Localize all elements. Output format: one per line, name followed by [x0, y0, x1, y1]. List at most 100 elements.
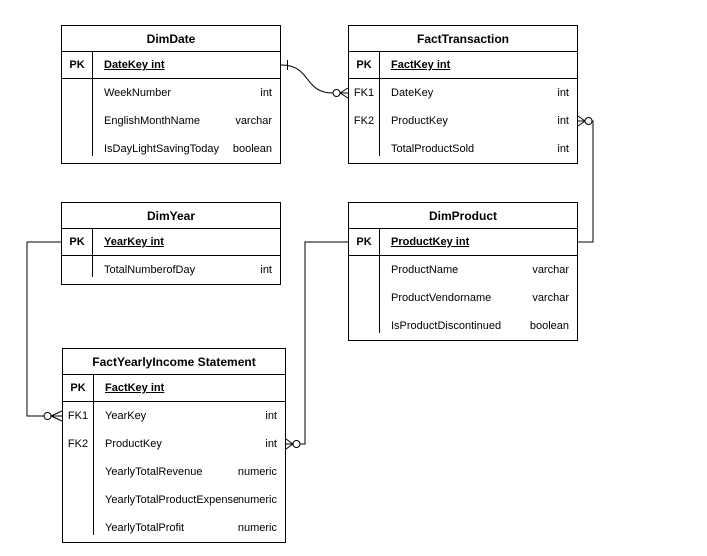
table-row[interactable]: IsProductDiscontinued boolean [349, 312, 577, 340]
table-row[interactable]: ProductVendorname varchar [349, 284, 577, 312]
attribute-type: varchar [235, 115, 272, 127]
key-label: PK [69, 59, 85, 71]
zero-cardinality-circle-icon [584, 117, 593, 125]
relationship-line [578, 120, 594, 243]
attribute-name: ProductKey int [391, 236, 470, 248]
attribute-type: numeric [237, 522, 277, 534]
entity-table-dimdate[interactable]: DimDate PK DateKey int WeekNumber int En… [61, 25, 281, 164]
zero-cardinality-circle-icon [43, 412, 52, 420]
table-row[interactable]: YearlyTotalRevenue numeric [63, 458, 285, 486]
attribute-type: int [557, 143, 569, 155]
key-label: PK [356, 236, 372, 248]
attribute-type: int [557, 87, 569, 99]
attribute-type: int [265, 410, 277, 422]
key-label: FK1 [67, 410, 89, 422]
key-column-divider [379, 52, 380, 156]
key-label: PK [70, 382, 86, 394]
attribute-name: IsDayLightSavingToday [104, 143, 219, 155]
crow-foot-icon [577, 115, 586, 127]
table-row[interactable]: TotalProductSold int [349, 135, 577, 163]
key-column-divider [92, 52, 93, 156]
attribute-name: YearlyTotalProductExpense [105, 494, 238, 506]
attribute-name: EnglishMonthName [104, 115, 200, 127]
relationship-line [300, 241, 348, 445]
table-row[interactable]: FK2 ProductKey int [63, 430, 285, 458]
key-column-divider [92, 229, 93, 277]
table-row[interactable]: YearlyTotalProfit numeric [63, 514, 285, 542]
crow-foot-icon [285, 438, 294, 450]
attribute-name: TotalProductSold [391, 143, 475, 155]
zero-cardinality-circle-icon [292, 440, 301, 448]
attribute-name: ProductKey [391, 115, 448, 127]
table-row[interactable]: FK1 YearKey int [63, 402, 285, 430]
relationship-dimyear-factyearlyincomestatement[interactable] [26, 241, 63, 422]
table-body: PK YearKey int TotalNumberofDay int [62, 229, 280, 284]
attribute-name: ProductVendorname [391, 292, 492, 304]
entity-table-dimproduct[interactable]: DimProduct PK ProductKey int ProductName… [348, 202, 578, 341]
crow-foot-icon [50, 410, 63, 422]
attribute-type: boolean [529, 320, 569, 332]
key-label: FK2 [353, 115, 375, 127]
key-label: FK2 [67, 438, 89, 450]
key-column-divider [93, 375, 94, 535]
attribute-name: IsProductDiscontinued [391, 320, 502, 332]
attribute-type: varchar [532, 264, 569, 276]
attribute-type: varchar [532, 292, 569, 304]
table-row[interactable]: YearlyTotalProductExpense numeric [63, 486, 285, 514]
table-row[interactable]: PK YearKey int [62, 229, 280, 256]
table-row[interactable]: EnglishMonthName varchar [62, 107, 280, 135]
attribute-name: ProductName [391, 264, 459, 276]
attribute-name: YearlyTotalProfit [105, 522, 185, 534]
table-body: PK ProductKey int ProductName varchar Pr… [349, 229, 577, 340]
key-label: FK1 [353, 87, 375, 99]
table-title: DimProduct [349, 203, 577, 229]
attribute-type: int [557, 115, 569, 127]
table-title: FactYearlyIncome Statement [63, 349, 285, 375]
attribute-name: FactKey int [105, 382, 165, 394]
table-title: DimDate [62, 26, 280, 52]
table-row[interactable]: PK ProductKey int [349, 229, 577, 256]
table-row[interactable]: PK FactKey int [349, 52, 577, 79]
table-row[interactable]: FK1 DateKey int [349, 79, 577, 107]
key-label: PK [356, 59, 372, 71]
table-row[interactable]: IsDayLightSavingToday boolean [62, 135, 280, 163]
entity-table-dimyear[interactable]: DimYear PK YearKey int TotalNumberofDay … [61, 202, 281, 285]
attribute-name: FactKey int [391, 59, 451, 71]
attribute-type: numeric [237, 494, 277, 506]
entity-table-factyearlyincomestatement[interactable]: FactYearlyIncome Statement PK FactKey in… [62, 348, 286, 543]
table-title: DimYear [62, 203, 280, 229]
attribute-name: TotalNumberofDay [104, 264, 196, 276]
attribute-name: DateKey [391, 87, 434, 99]
table-row[interactable]: WeekNumber int [62, 79, 280, 107]
table-row[interactable]: FK2 ProductKey int [349, 107, 577, 135]
relationship-dimproduct-factyearlyincomestatement[interactable] [285, 241, 348, 450]
table-body: PK DateKey int WeekNumber int EnglishMon… [62, 52, 280, 163]
attribute-name: ProductKey [105, 438, 162, 450]
relationship-line [280, 64, 334, 94]
attribute-type: numeric [237, 466, 277, 478]
attribute-name: DateKey int [104, 59, 165, 71]
attribute-name: WeekNumber [104, 87, 172, 99]
table-body: PK FactKey int FK1 YearKey int FK2 Produ… [63, 375, 285, 542]
zero-cardinality-circle-icon [332, 89, 341, 97]
table-row[interactable]: PK DateKey int [62, 52, 280, 79]
relationship-dimdate-facttransaction[interactable] [280, 60, 349, 99]
relationship-line [26, 241, 61, 417]
attribute-name: YearKey int [104, 236, 164, 248]
table-row[interactable]: PK FactKey int [63, 375, 285, 402]
table-body: PK FactKey int FK1 DateKey int FK2 Produ… [349, 52, 577, 163]
table-row[interactable]: TotalNumberofDay int [62, 256, 280, 284]
attribute-name: YearKey [105, 410, 147, 422]
entity-table-facttransaction[interactable]: FactTransaction PK FactKey int FK1 DateK… [348, 25, 578, 164]
attribute-type: int [260, 87, 272, 99]
table-title: FactTransaction [349, 26, 577, 52]
attribute-type: int [265, 438, 277, 450]
attribute-type: boolean [232, 143, 272, 155]
crow-foot-icon [339, 87, 349, 99]
relationship-dimproduct-facttransaction[interactable] [577, 115, 594, 243]
key-column-divider [379, 229, 380, 333]
attribute-type: int [260, 264, 272, 276]
table-row[interactable]: ProductName varchar [349, 256, 577, 284]
